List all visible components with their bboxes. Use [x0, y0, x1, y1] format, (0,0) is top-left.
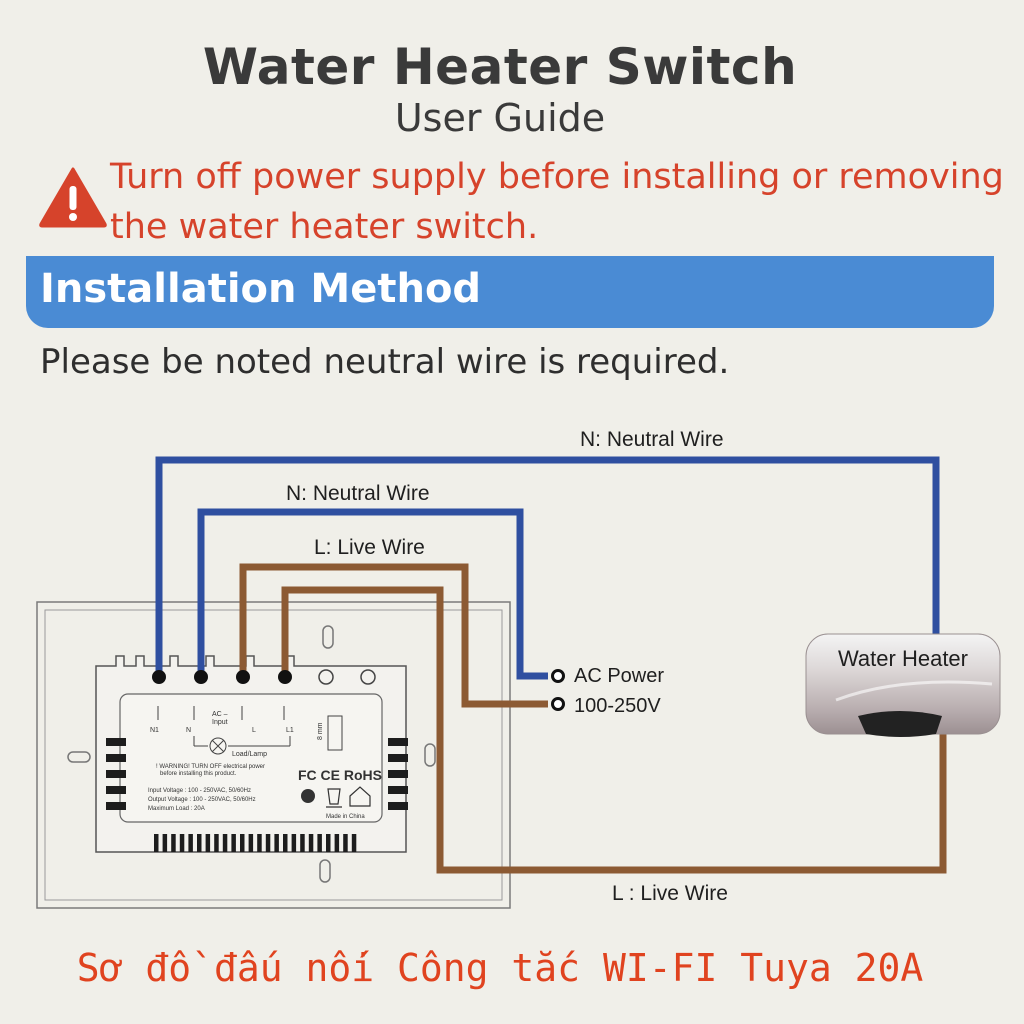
weee-bin-icon [326, 788, 342, 808]
vent-slot [231, 834, 236, 852]
vent-slot [308, 834, 314, 852]
vent-slot [171, 834, 176, 852]
vent-slot [326, 834, 331, 852]
neutral-wire-ac [197, 508, 548, 680]
vent-slot [265, 834, 271, 852]
vent-slot [214, 834, 219, 852]
vent-slot [317, 834, 322, 852]
indoor-use-icon [349, 786, 371, 807]
made-in-label: Made in China [326, 814, 365, 820]
neutral-wire-outer-label: N: Neutral Wire [580, 428, 724, 451]
strip-length-label: 8 mm [317, 722, 324, 740]
terminal-empty [318, 669, 334, 685]
terminal-l [236, 670, 250, 684]
ac-neutral-terminal [551, 669, 565, 683]
ac-live-terminal [551, 697, 565, 711]
terminal-l1 [278, 670, 292, 684]
vent-slot [179, 834, 185, 852]
switch-faceplate [36, 601, 511, 909]
term-n-label: N [186, 727, 191, 734]
vent-slot [274, 834, 279, 852]
vent-slot [162, 834, 168, 852]
term-ac-input-label: AC –Input [212, 711, 228, 726]
lamp-symbol [209, 737, 227, 755]
vent-slot [197, 834, 202, 852]
mount-slot-right [424, 743, 436, 767]
input-voltage-text: Input Voltage : 100 - 250VAC, 50/60Hz [148, 788, 251, 794]
voltage-label: 100-250V [574, 695, 661, 717]
section-heading: Installation Method [40, 266, 482, 312]
section-banner [26, 256, 994, 328]
page-title: Water Heater Switch [202, 38, 798, 96]
term-l1-label: L1 [286, 727, 294, 734]
vent-slot [154, 834, 159, 852]
switch-warning-text: ! WARNING! TURN OFF electrical power bef… [156, 764, 267, 777]
term-n1-label: N1 [150, 727, 159, 734]
water-heater-label: Water Heater [838, 646, 968, 671]
footer-caption: Sơ đồ đấu nối Công tắc WI-FI Tuya 20A [76, 946, 924, 990]
warning-message: Turn off power supply before installing … [110, 152, 1010, 252]
term-l-label: L [252, 727, 256, 734]
load-lamp-label: Load/Lamp [232, 751, 267, 758]
neutral-wire-outer [155, 456, 940, 676]
cert-marks: FC CE RoHS [298, 767, 382, 783]
terminal-empty [360, 669, 376, 685]
vents-left [106, 738, 126, 810]
max-load-text: Maximum Load : 20A [148, 806, 205, 812]
vent-slot [291, 834, 297, 852]
vent-slot [205, 834, 211, 852]
terminal-n [194, 670, 208, 684]
page-subtitle: User Guide [394, 96, 606, 140]
warning-line-1: Turn off power supply before installing … [110, 157, 1004, 197]
live-wire-ac [239, 563, 548, 708]
vent-slot [222, 834, 228, 852]
recycle-icon [301, 789, 315, 803]
vent-slot [188, 834, 193, 852]
terminal-n1 [152, 670, 166, 684]
live-wire-top-label: L: Live Wire [314, 536, 425, 559]
vents-right [388, 738, 408, 810]
vent-slot [343, 834, 348, 852]
vent-slot [257, 834, 262, 852]
neutral-wire-inner-label: N: Neutral Wire [286, 482, 430, 505]
vent-slot [334, 834, 340, 852]
ac-power-label: AC Power [574, 665, 664, 687]
vent-slot [351, 834, 357, 852]
live-wire-bottom-label: L : Live Wire [612, 882, 728, 905]
mount-slot-left [67, 751, 91, 763]
warning-line-2: the water heater switch. [110, 207, 539, 247]
output-voltage-text: Output Voltage : 100 - 250VAC, 50/60Hz [148, 797, 256, 803]
live-wire-load [281, 586, 947, 874]
switch-module: N1 N AC –Input L L1 Load/Lamp 8 mm ! WAR… [95, 655, 408, 853]
mount-slot-top [322, 625, 334, 649]
warning-triangle-icon [39, 167, 107, 228]
neutral-wire-note: Please be noted neutral wire is required… [40, 342, 730, 382]
vent-slot [240, 834, 245, 852]
vent-slot [248, 834, 254, 852]
vent-slot [300, 834, 305, 852]
water-heater: Water Heater [805, 633, 1001, 737]
vents-bottom [154, 834, 357, 852]
vent-slot [283, 834, 288, 852]
mount-slot-bottom [319, 859, 331, 883]
